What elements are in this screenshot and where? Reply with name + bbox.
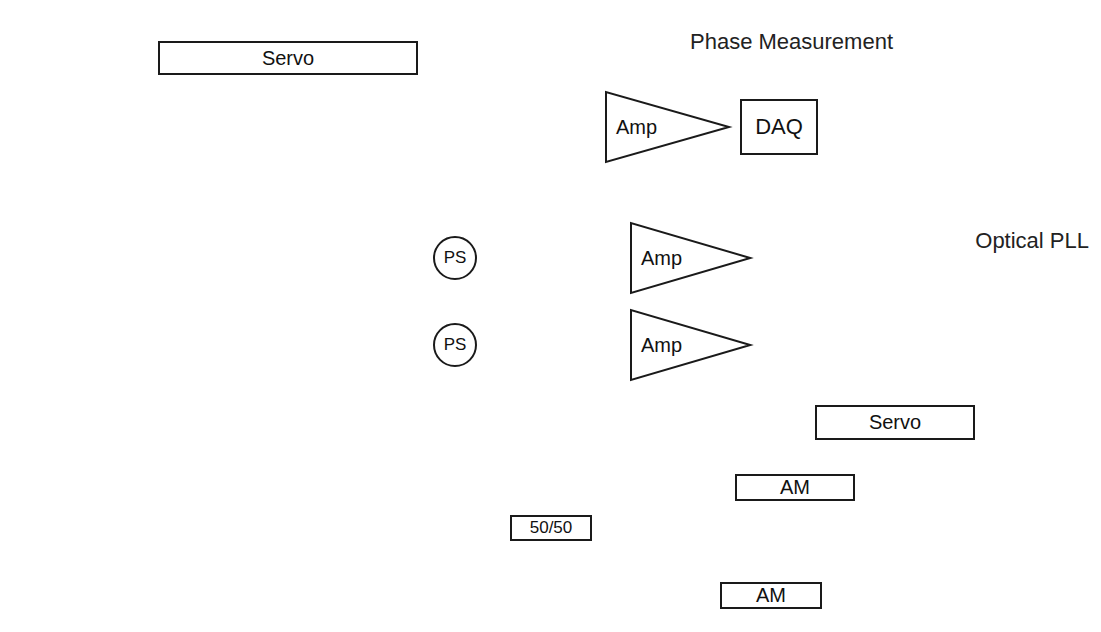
signal-wires: [118, 127, 1045, 605]
box-label: AM: [756, 584, 786, 607]
amplifier-triangle: Amp: [630, 309, 751, 381]
control-lines: [85, 58, 815, 428]
amplifier-label: Amp: [641, 334, 682, 357]
filter-box: [262, 289, 318, 345]
region-title: Phase Measurement: [8, 29, 905, 54]
fiber-break-mark: [87, 572, 89, 598]
splitter-box: 50/50: [510, 515, 592, 541]
box-label: Servo: [262, 47, 314, 70]
subtractor-circle: [1023, 515, 1067, 559]
region-band: Phase MeasurementServoAmp DAQ: [8, 8, 905, 200]
minus-sign: [1035, 536, 1055, 539]
filter-symbol: [273, 302, 307, 332]
fiber-spool: [137, 492, 327, 618]
amplifier-triangle-shape: [631, 223, 750, 293]
oscillator-symbol: [52, 94, 118, 160]
amplifier-triangle-shape: [631, 310, 750, 380]
signal-wire: [393, 343, 433, 347]
region-band: Optical PLLPSPSAmpAmpServo: [8, 208, 1101, 632]
signal-wire: [218, 315, 262, 319]
signal-wire: [118, 315, 158, 319]
signal-wire: [751, 258, 790, 474]
signal-wire: [318, 125, 355, 129]
region-fill: [8, 208, 1101, 632]
daq-box: DAQ: [740, 99, 818, 155]
region-title: Optical PLL: [8, 228, 1101, 253]
filter-box: [460, 99, 522, 155]
signal-wire: [477, 256, 515, 260]
phase-shifter: PS: [433, 323, 477, 367]
divider-symbol: [158, 99, 218, 155]
box-label: 50/50: [530, 518, 573, 538]
amplifier-label: Amp: [641, 247, 682, 270]
mixer-cross: [365, 102, 414, 151]
dotted-control-line: [85, 58, 158, 94]
fiber-connector: [35, 580, 49, 590]
box-label: AM: [780, 476, 810, 499]
filter-symbol: [268, 112, 302, 142]
phase-shifter: PS: [433, 236, 477, 280]
mixer-circle: [355, 92, 425, 162]
signal-wire: [318, 315, 395, 319]
signal-wire: [218, 125, 252, 129]
spool-winding-lines: [160, 524, 304, 596]
optical-fiber: [592, 528, 720, 595]
divider-symbol: [158, 289, 218, 345]
oscillator-symbol: [52, 284, 118, 350]
photodiode-symbol: [915, 592, 970, 618]
amplifier-triangle: Amp: [605, 91, 730, 163]
filter-symbol: [526, 243, 560, 273]
spool-flange-top: [147, 495, 317, 525]
region-fill: [8, 8, 905, 200]
signal-wire: [570, 343, 630, 347]
signal-wire: [418, 58, 605, 127]
amplifier-triangle: Amp: [630, 222, 751, 294]
spool-flange: [137, 578, 327, 618]
optical-fiber: [855, 487, 915, 495]
optical-fiber: [49, 584, 162, 587]
servo-box: Servo: [815, 405, 975, 440]
filter-symbol: [474, 112, 508, 142]
signal-wire: [393, 256, 433, 260]
photodiode-symbol: [915, 482, 970, 508]
box-label: Servo: [869, 411, 921, 434]
modulator-box: AM: [720, 582, 822, 609]
optical-fiber: [822, 595, 915, 605]
circle-label: PS: [444, 248, 467, 268]
optical-fiber: [592, 487, 735, 528]
filter-box: [515, 231, 570, 285]
spool-flange: [137, 492, 327, 532]
signal-wire: [970, 495, 1030, 527]
optical-fiber: [300, 520, 510, 528]
signal-wire: [975, 422, 1045, 515]
fiber-break-mark: [409, 506, 411, 534]
amplifier-label: Amp: [616, 116, 657, 139]
signal-wire: [425, 125, 460, 129]
signal-wire: [250, 162, 390, 317]
signal-wire: [118, 125, 158, 129]
filter-symbol: [526, 330, 560, 360]
filter-box: [252, 99, 318, 155]
signal-wire: [970, 547, 1030, 605]
circle-label: PS: [444, 335, 467, 355]
amplifier-triangle-shape: [606, 92, 729, 162]
signal-wire: [477, 343, 515, 347]
signal-wire: [393, 256, 397, 347]
servo-box: Servo: [158, 41, 418, 75]
spool-winding: [160, 512, 304, 612]
signal-wire: [522, 125, 568, 129]
signal-wire: [751, 345, 775, 582]
box-label: DAQ: [755, 114, 803, 139]
filter-box: [515, 318, 570, 372]
signal-wire: [570, 256, 630, 260]
modulator-box: AM: [735, 474, 855, 501]
